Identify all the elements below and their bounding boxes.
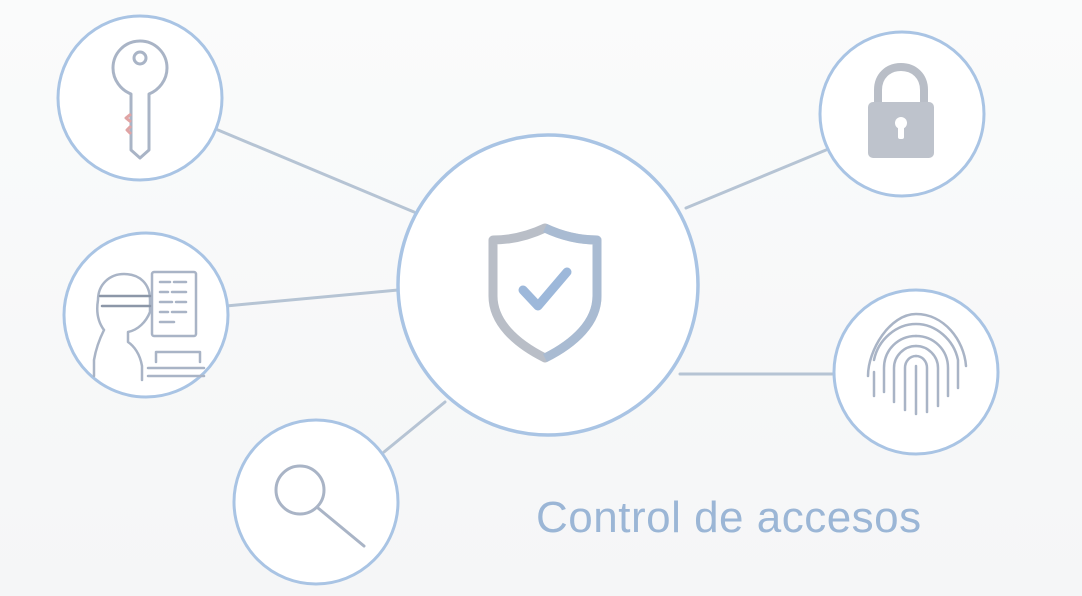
- connectors: [216, 128, 840, 454]
- hacker-computer-icon: [92, 270, 206, 382]
- connector-lock: [684, 148, 828, 210]
- hacker-node: [62, 231, 230, 399]
- key-icon: [111, 39, 169, 160]
- padlock-icon: [868, 62, 934, 158]
- magnifier-icon: [274, 464, 366, 548]
- center-node: [396, 133, 700, 437]
- connector-hacker: [224, 288, 400, 308]
- lock-node: [818, 30, 986, 198]
- fingerprint-node: [832, 288, 1000, 456]
- shield-check-icon: [488, 223, 602, 363]
- connector-key: [216, 128, 416, 214]
- search-circle: [232, 418, 400, 586]
- connector-search: [382, 400, 447, 454]
- key-circle: [56, 14, 224, 182]
- search-node: [232, 418, 400, 586]
- fingerprint-icon: [866, 312, 968, 416]
- diagram-caption: Control de accesos: [536, 493, 922, 542]
- hacker-circle: [62, 231, 230, 399]
- key-node: [56, 14, 224, 182]
- center-circle: [396, 133, 700, 437]
